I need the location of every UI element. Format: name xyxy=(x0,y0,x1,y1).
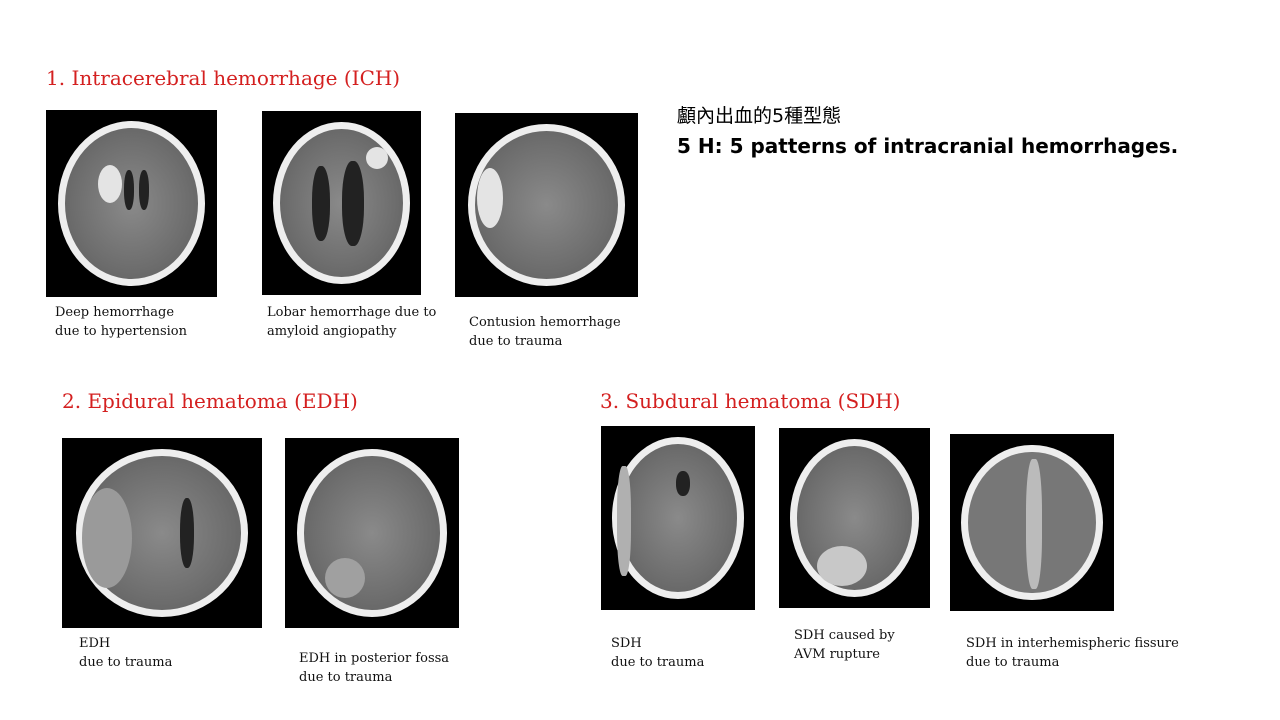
ct-image-deep-hemorrhage xyxy=(46,110,217,297)
heading-chinese: 顱內出血的5種型態 xyxy=(677,105,842,127)
slide-heading: 顱內出血的5種型態 5 H: 5 patterns of intracrania… xyxy=(677,101,1178,158)
ct-image-sdh xyxy=(601,426,755,610)
edh-section-title: 2. Epidural hematoma (EDH) xyxy=(62,389,358,413)
ich-section-title: 1. Intracerebral hemorrhage (ICH) xyxy=(46,66,401,90)
ct-image-contusion-hemorrhage xyxy=(455,113,638,297)
ct-image-lobar-hemorrhage xyxy=(262,111,421,295)
ct-image-edh xyxy=(62,438,262,628)
ct-image-sdh-avm xyxy=(779,428,930,608)
heading-english: 5 H: 5 patterns of intracranial hemorrha… xyxy=(677,134,1179,158)
ct-image-sdh-interhemispheric xyxy=(950,434,1114,611)
sdh-section-title: 3. Subdural hematoma (SDH) xyxy=(600,389,901,413)
ct-image-edh-posterior-fossa xyxy=(285,438,459,628)
